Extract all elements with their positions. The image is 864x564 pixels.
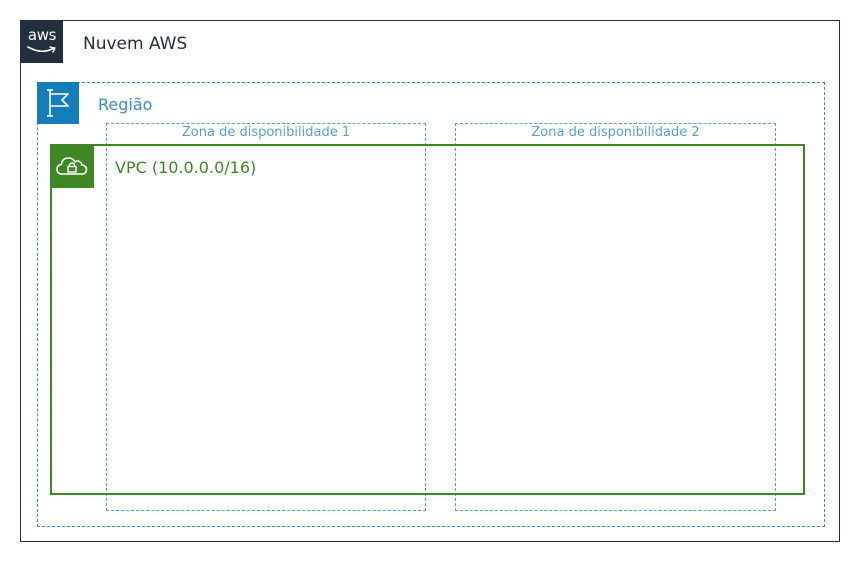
- region-group: Região: [37, 82, 825, 527]
- availability-zone-1-title: Zona de disponibilidade 1: [181, 125, 351, 140]
- cloud-title: Nuvem AWS: [83, 34, 188, 54]
- aws-cloud-group: aws Nuvem AWS: [20, 20, 840, 542]
- flag-icon: [37, 82, 79, 124]
- region-title: Região: [98, 95, 153, 114]
- availability-zone-2-title: Zona de disponibilidade 2: [531, 125, 700, 140]
- vpc-title: VPC (10.0.0.0/16): [115, 158, 257, 177]
- aws-logo-text: aws: [27, 26, 57, 44]
- cloud-lock-icon: [50, 144, 94, 188]
- availability-zone-1: Zona de disponibilidade 1: [106, 123, 426, 511]
- vpc-group: VPC (10.0.0.0/16): [50, 144, 805, 495]
- aws-smile-icon: [27, 46, 56, 53]
- availability-zone-2: Zona de disponibilidade 2: [455, 123, 776, 511]
- aws-logo-icon: aws: [21, 21, 63, 63]
